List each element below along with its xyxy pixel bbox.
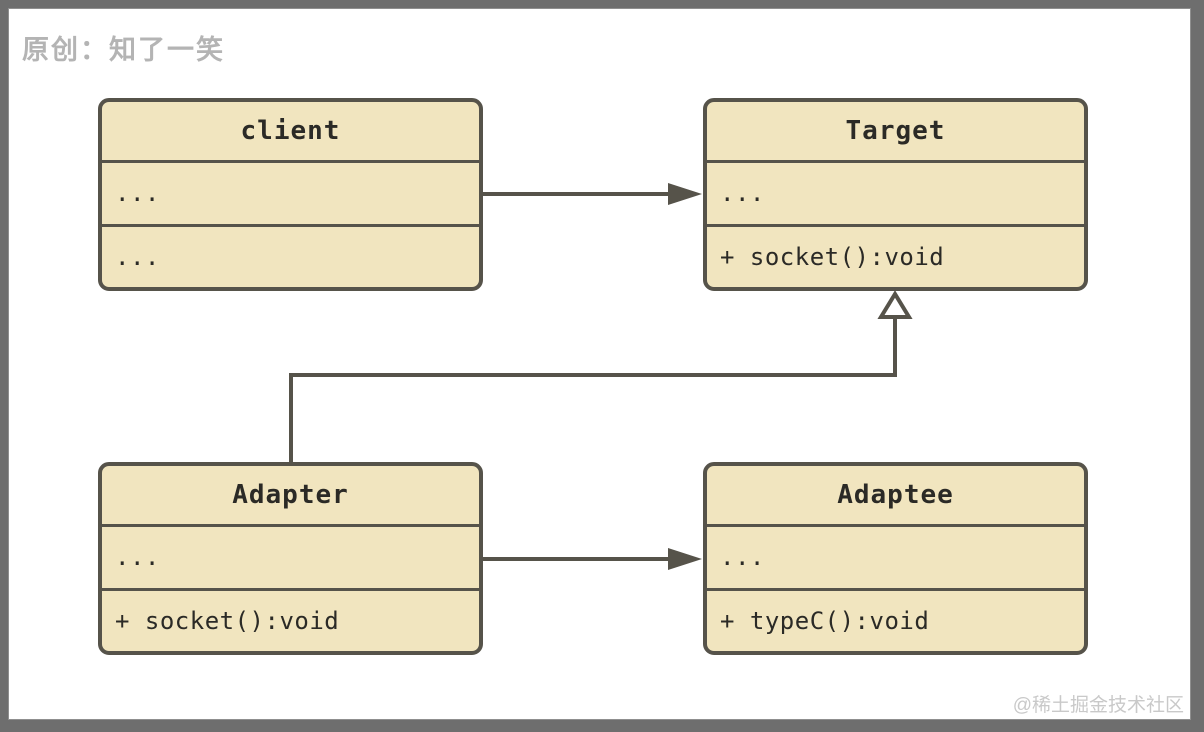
class-fields-row: ... (102, 524, 479, 588)
class-fields-row: ... (102, 160, 479, 224)
class-methods-row: + typeC():void (707, 587, 1084, 652)
class-title: client (240, 116, 341, 146)
class-box-adapter: Adapter ... + socket():void (98, 462, 483, 655)
class-title: Adaptee (837, 480, 954, 510)
association-arrow-adapter-adaptee (483, 548, 702, 570)
class-methods-row: ... (102, 223, 479, 288)
class-box-client: client ... ... (98, 98, 483, 291)
class-methods-row: + socket():void (102, 587, 479, 652)
class-title: Target (845, 116, 946, 146)
association-arrow-client-target (483, 183, 702, 205)
class-box-target: Target ... + socket():void (703, 98, 1088, 291)
class-box-adaptee: Adaptee ... + typeC():void (703, 462, 1088, 655)
attribution-text: 原创：知了一笑 (22, 35, 225, 65)
class-fields-row: ... (707, 524, 1084, 588)
class-fields-row: ... (707, 160, 1084, 224)
inheritance-arrow-adapter-target (289, 290, 913, 462)
class-methods-row: + socket():void (707, 223, 1084, 288)
watermark-text: @稀土掘金技术社区 (1012, 695, 1184, 716)
class-title: Adapter (232, 480, 349, 510)
